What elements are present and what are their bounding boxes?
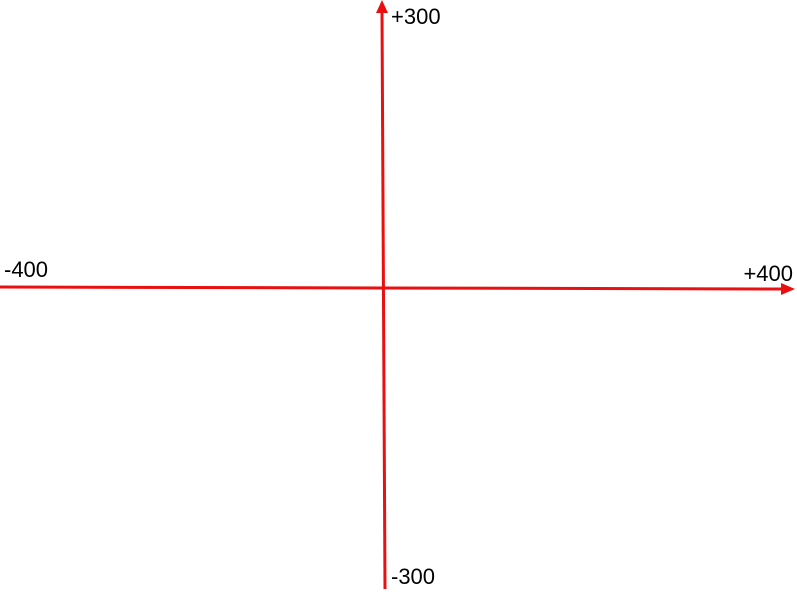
y-axis-min-label: -300 (391, 564, 435, 589)
x-axis-arrowhead (781, 283, 795, 295)
y-axis-line (380, 10, 387, 590)
y-axis-arrowhead (376, 0, 388, 13)
x-axis-line (0, 285, 785, 291)
y-axis-max-label: +300 (391, 4, 441, 29)
x-axis-max-label: +400 (743, 261, 793, 286)
x-axis-min-label: -400 (4, 257, 48, 282)
